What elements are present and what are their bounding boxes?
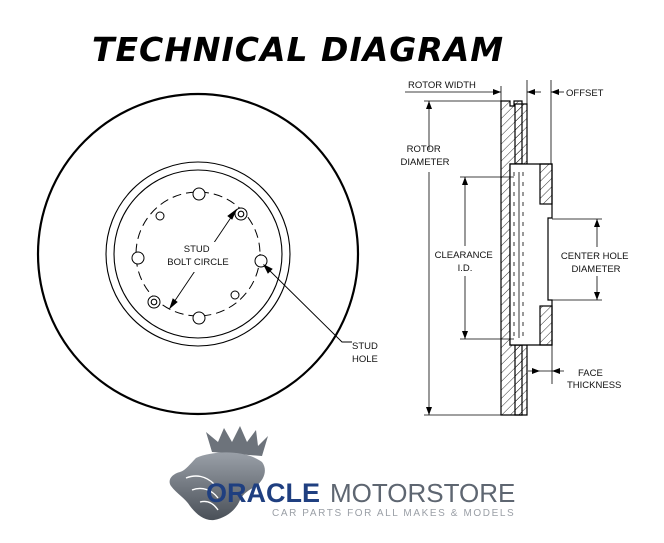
arrowhead <box>426 407 432 415</box>
lion-head-icon <box>169 452 265 521</box>
page-title: TECHNICAL DIAGRAM <box>92 30 505 69</box>
clearance-id-label: CLEARANCE I.D. <box>435 250 496 274</box>
stud-hole-8 <box>230 290 240 300</box>
arrowhead <box>594 292 600 300</box>
arrowhead <box>552 368 560 374</box>
stud-hole-label-line2: HOLE <box>352 354 378 365</box>
stud-bolt-circle-label-line2: BOLT CIRCLE <box>167 257 228 268</box>
label-backdrop <box>162 242 234 272</box>
arrowhead <box>462 177 468 185</box>
face-thickness-label-line1: FACE <box>578 368 603 379</box>
stud-hole-label: STUD HOLE <box>352 341 381 365</box>
face-thickness-label: FACE THICKNESS <box>567 368 621 391</box>
arrowhead <box>493 89 501 95</box>
rotor-width-label: ROTOR WIDTH <box>408 80 476 91</box>
arrowhead <box>462 331 468 339</box>
arrowhead <box>527 89 535 95</box>
stud-hole-leader <box>263 264 352 343</box>
center-hole-diameter-label-line2: DIAMETER <box>571 264 620 275</box>
stud-hole-4 <box>192 311 206 325</box>
stud-hole-2 <box>234 207 248 221</box>
lion-mane-icon <box>185 475 219 511</box>
crown-icon <box>206 426 268 456</box>
stud-hole-5-inner <box>150 298 158 306</box>
rotor-diameter-label: ROTOR DIAMETER <box>400 144 449 168</box>
center-hole-diameter-label-line1: CENTER HOLE <box>561 251 629 262</box>
rotor-diameter-label-line1: ROTOR <box>407 144 441 155</box>
brand-name-bold: ORACLE <box>206 478 320 508</box>
hat-hatch-bottom <box>539 305 553 346</box>
clearance-id-label-line2: I.D. <box>458 263 473 274</box>
clearance-id-label-line1: CLEARANCE <box>435 250 493 261</box>
rotor-outer-edge <box>36 92 360 416</box>
hat-outer-edge <box>105 161 291 347</box>
stud-hole-5 <box>147 295 161 309</box>
stud-hole-6 <box>131 251 145 265</box>
stud-bolt-circle <box>135 191 261 317</box>
arrowhead <box>262 263 273 274</box>
stud-hole-label-line1: STUD <box>352 341 378 352</box>
offset-label: OFFSET <box>566 88 604 99</box>
hat-inner-edge <box>113 169 283 339</box>
rotor-diameter-label-line2: DIAMETER <box>400 157 449 168</box>
stud-hole-7 <box>155 211 165 221</box>
face-thickness-label-line2: THICKNESS <box>567 380 621 391</box>
arrowhead <box>551 89 559 95</box>
brand-name-light: MOTORSTORE <box>330 478 515 508</box>
center-hole-diameter-label: CENTER HOLE DIAMETER <box>561 251 631 275</box>
arrowhead <box>169 298 178 310</box>
stud-hole-1 <box>192 187 206 201</box>
arrowhead <box>227 208 238 220</box>
hat-hatch-top <box>539 163 553 205</box>
arrowhead <box>594 219 600 227</box>
brand-tagline: CAR PARTS FOR ALL MAKES & MODELS <box>272 508 515 519</box>
stud-hole-3 <box>254 254 268 268</box>
stud-bolt-circle-label-line1: STUD <box>184 244 210 255</box>
stud-hole-2-inner <box>237 210 245 218</box>
stud-bolt-circle-label: STUD BOLT CIRCLE <box>167 244 228 268</box>
arrowhead <box>532 368 540 374</box>
